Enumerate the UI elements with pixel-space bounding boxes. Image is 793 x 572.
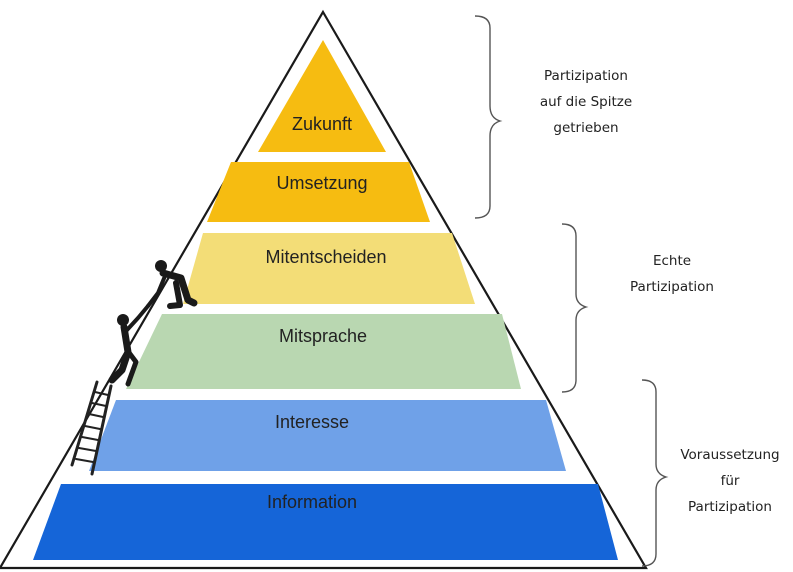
group-label-middle: Echte Partizipation (630, 253, 714, 295)
svg-text:Partizipation: Partizipation (630, 279, 714, 295)
svg-text:auf die Spitze: auf die Spitze (540, 94, 632, 110)
level-interesse-band (89, 400, 566, 471)
level-mitentscheiden-band (183, 233, 475, 304)
svg-text:Echte: Echte (653, 253, 691, 269)
level-mitsprache-label: Mitsprache (279, 326, 367, 346)
level-umsetzung-band (207, 162, 430, 222)
level-umsetzung-label: Umsetzung (276, 173, 367, 193)
svg-text:Voraussetzung: Voraussetzung (680, 447, 779, 463)
brace-middle (561, 223, 589, 393)
svg-text:getrieben: getrieben (553, 120, 618, 136)
level-mitentscheiden-label: Mitentscheiden (265, 247, 386, 267)
level-interesse-label: Interesse (275, 412, 349, 432)
ladder-icon (70, 380, 113, 476)
svg-text:Partizipation: Partizipation (688, 499, 772, 515)
pyramid-outline (0, 9, 648, 570)
level-zukunft-label: Zukunft (292, 114, 352, 134)
group-label-top: Partizipation auf die Spitze getrieben (540, 68, 632, 136)
level-mitsprache-band (126, 314, 521, 389)
brace-top (474, 15, 503, 219)
level-information-label: Information (267, 492, 357, 512)
brace-bottom (641, 379, 669, 567)
svg-text:Partizipation: Partizipation (544, 68, 628, 84)
climbing-people-icon (108, 260, 198, 387)
level-information-band (33, 484, 618, 560)
level-zukunft-band (258, 40, 386, 152)
svg-text:für: für (721, 473, 740, 489)
group-label-bottom: Voraussetzung für Partizipation (680, 447, 779, 515)
